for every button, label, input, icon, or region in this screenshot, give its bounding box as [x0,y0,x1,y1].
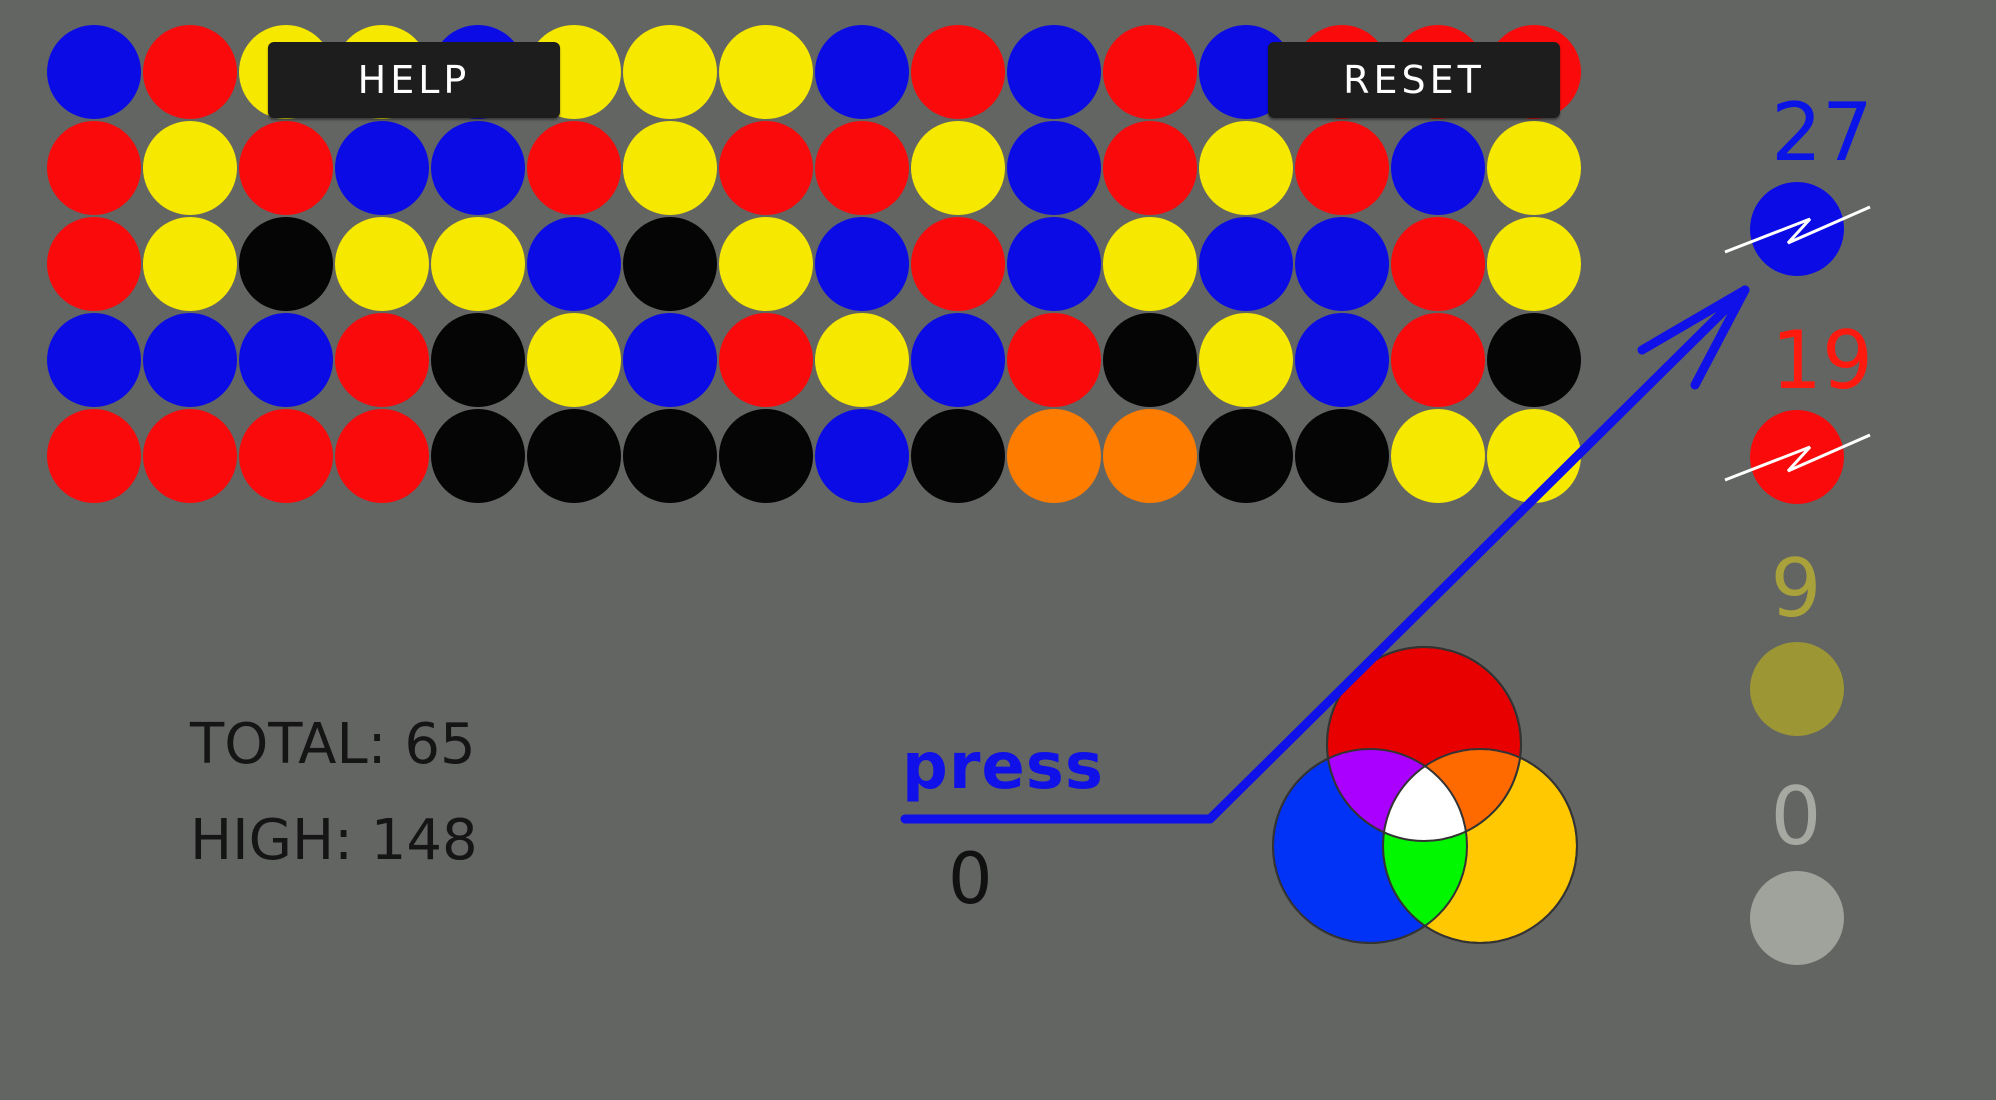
red-counter-ball [1750,410,1844,504]
blue-counter-ball [1750,182,1844,276]
press-count: 0 [948,838,993,920]
blue-ball[interactable] [1007,217,1101,311]
red-ball[interactable] [143,409,237,503]
red-ball[interactable] [47,409,141,503]
red-ball[interactable] [1391,313,1485,407]
black-ball[interactable] [1199,409,1293,503]
blue-ball[interactable] [1295,217,1389,311]
blue-ball[interactable] [815,217,909,311]
red-ball[interactable] [335,409,429,503]
blue-ball[interactable] [815,25,909,119]
blue-ball[interactable] [47,313,141,407]
yellow-ball[interactable] [431,217,525,311]
black-ball[interactable] [431,313,525,407]
total-score: TOTAL: 65 [190,712,476,777]
red-ball[interactable] [1103,121,1197,215]
red-ball[interactable] [719,121,813,215]
press-arrow [900,285,1750,824]
yellow-count: 9 [1770,542,1822,635]
gray-counter-ball [1750,871,1844,965]
blue-count: 27 [1771,86,1873,179]
black-ball[interactable] [431,409,525,503]
black-ball[interactable] [1487,313,1581,407]
red-ball[interactable] [1391,217,1485,311]
yellow-ball[interactable] [719,217,813,311]
black-ball[interactable] [719,409,813,503]
blue-ball[interactable] [1199,217,1293,311]
yellow-ball[interactable] [143,217,237,311]
slash-icon [1724,205,1871,254]
reset-button[interactable]: RESET [1268,42,1560,118]
red-ball[interactable] [527,121,621,215]
black-ball[interactable] [623,409,717,503]
yellow-ball[interactable] [1103,217,1197,311]
yellow-ball[interactable] [719,25,813,119]
yellow-ball[interactable] [1199,313,1293,407]
gray-count: 0 [1770,770,1822,863]
black-ball[interactable] [527,409,621,503]
orange-ball[interactable] [1103,409,1197,503]
yellow-ball[interactable] [1487,409,1581,503]
red-ball[interactable] [1295,121,1389,215]
slash-icon [1724,433,1871,482]
high-score: HIGH: 148 [190,808,478,873]
yellow-ball[interactable] [1487,121,1581,215]
red-ball[interactable] [143,25,237,119]
blue-ball[interactable] [1007,25,1101,119]
red-ball[interactable] [815,121,909,215]
red-ball[interactable] [239,409,333,503]
blue-ball[interactable] [911,313,1005,407]
red-ball[interactable] [911,25,1005,119]
black-ball[interactable] [1295,409,1389,503]
yellow-counter-ball [1750,642,1844,736]
yellow-ball[interactable] [911,121,1005,215]
blue-ball[interactable] [815,409,909,503]
blue-ball[interactable] [1391,121,1485,215]
blue-ball[interactable] [47,25,141,119]
yellow-ball[interactable] [143,121,237,215]
yellow-ball[interactable] [1391,409,1485,503]
orange-ball[interactable] [1007,409,1101,503]
blue-ball[interactable] [527,217,621,311]
yellow-ball[interactable] [335,217,429,311]
yellow-ball[interactable] [527,313,621,407]
red-ball[interactable] [1103,25,1197,119]
press-label: press [902,730,1104,804]
yellow-ball[interactable] [815,313,909,407]
yellow-ball[interactable] [623,25,717,119]
red-ball[interactable] [239,121,333,215]
blue-ball[interactable] [431,121,525,215]
blue-ball[interactable] [239,313,333,407]
press-arrow-line [900,285,1750,824]
black-ball[interactable] [239,217,333,311]
color-counters [1724,182,1871,965]
blue-ball[interactable] [623,313,717,407]
press-arrow-head [1637,285,1750,390]
red-ball[interactable] [335,313,429,407]
color-mixing-wheel[interactable] [1272,646,1578,944]
red-ball[interactable] [719,313,813,407]
yellow-ball[interactable] [1199,121,1293,215]
blue-ball[interactable] [1007,121,1101,215]
blue-ball[interactable] [335,121,429,215]
black-ball[interactable] [911,409,1005,503]
black-ball[interactable] [1103,313,1197,407]
black-ball[interactable] [623,217,717,311]
red-ball[interactable] [911,217,1005,311]
yellow-ball[interactable] [623,121,717,215]
red-ball[interactable] [47,217,141,311]
red-ball[interactable] [47,121,141,215]
red-ball[interactable] [1007,313,1101,407]
red-count: 19 [1771,314,1873,407]
white-center [1383,749,1467,841]
yellow-ball[interactable] [1487,217,1581,311]
blue-ball[interactable] [1295,313,1389,407]
blue-ball[interactable] [143,313,237,407]
help-button[interactable]: HELP [268,42,560,118]
